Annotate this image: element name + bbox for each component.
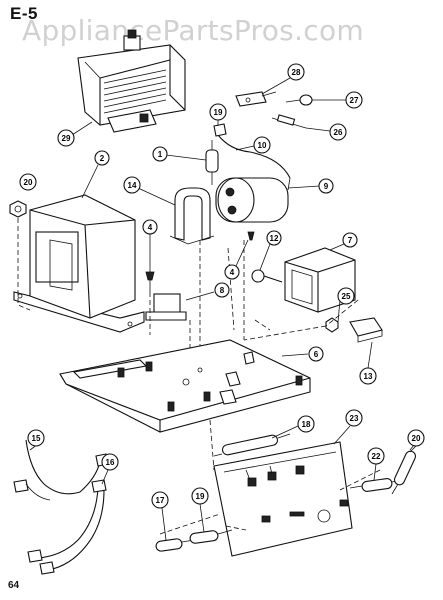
resistor-19-part (189, 529, 233, 544)
callout-label: 13 (364, 372, 373, 381)
callout-label: 27 (350, 96, 359, 105)
nut-29-part (325, 317, 339, 333)
callout-label: 18 (302, 420, 311, 429)
thermal-cutoff-part (145, 293, 187, 321)
wire-harness-16 (27, 479, 107, 575)
screw-4b (247, 231, 255, 241)
screw-4a (145, 271, 155, 292)
callout-label: 19 (196, 492, 205, 501)
fuse-block-part (349, 317, 383, 343)
callout-label: 12 (270, 234, 279, 243)
callout-label: 29 (62, 134, 71, 143)
callout-label: 26 (334, 128, 343, 137)
callout-label: 28 (292, 68, 301, 77)
magnetron-part (77, 29, 186, 133)
callout-label: 9 (324, 182, 329, 191)
page-number: 64 (8, 580, 20, 591)
resistor-part (213, 433, 291, 457)
callout-label: 15 (32, 434, 41, 443)
callout-label: 2 (100, 154, 105, 163)
fuse-part (271, 114, 307, 129)
transformer-part (13, 194, 145, 333)
resistor-22-part (349, 478, 401, 492)
callout-label: 7 (348, 236, 353, 245)
mounting-plate-part (59, 339, 311, 433)
callout-label: 23 (350, 414, 359, 423)
nut-part (9, 200, 27, 218)
bolt-part (251, 269, 283, 283)
resistor-17-part (155, 538, 195, 552)
wire-harness-top (213, 123, 291, 179)
callout-label: 1 (158, 150, 163, 159)
callout-label: 25 (342, 292, 351, 301)
callout-label: 16 (106, 458, 115, 467)
callout-label: 20 (412, 434, 421, 443)
callout-label: 14 (128, 181, 137, 190)
callout-label: 6 (314, 350, 319, 359)
capacitor-part (215, 177, 291, 223)
circuit-board-part (213, 441, 353, 557)
screw-part (285, 94, 313, 106)
callout-label: 20 (24, 178, 33, 187)
diode-part (205, 140, 219, 185)
section-label: E-5 (10, 4, 38, 23)
callout-label: 17 (156, 496, 165, 505)
clamp-part (169, 187, 215, 245)
callout-label: 4 (230, 268, 235, 277)
callout-label: 10 (258, 141, 267, 150)
callouts: 29 2 20 1 14 19 10 9 28 27 (19, 63, 425, 541)
callout-label: 19 (214, 108, 223, 117)
fuse-holder-part (235, 91, 277, 107)
callout-label: 4 (148, 223, 153, 232)
resistor-20-part (391, 439, 419, 495)
callout-label: 22 (372, 452, 381, 461)
callout-label: 8 (220, 286, 225, 295)
